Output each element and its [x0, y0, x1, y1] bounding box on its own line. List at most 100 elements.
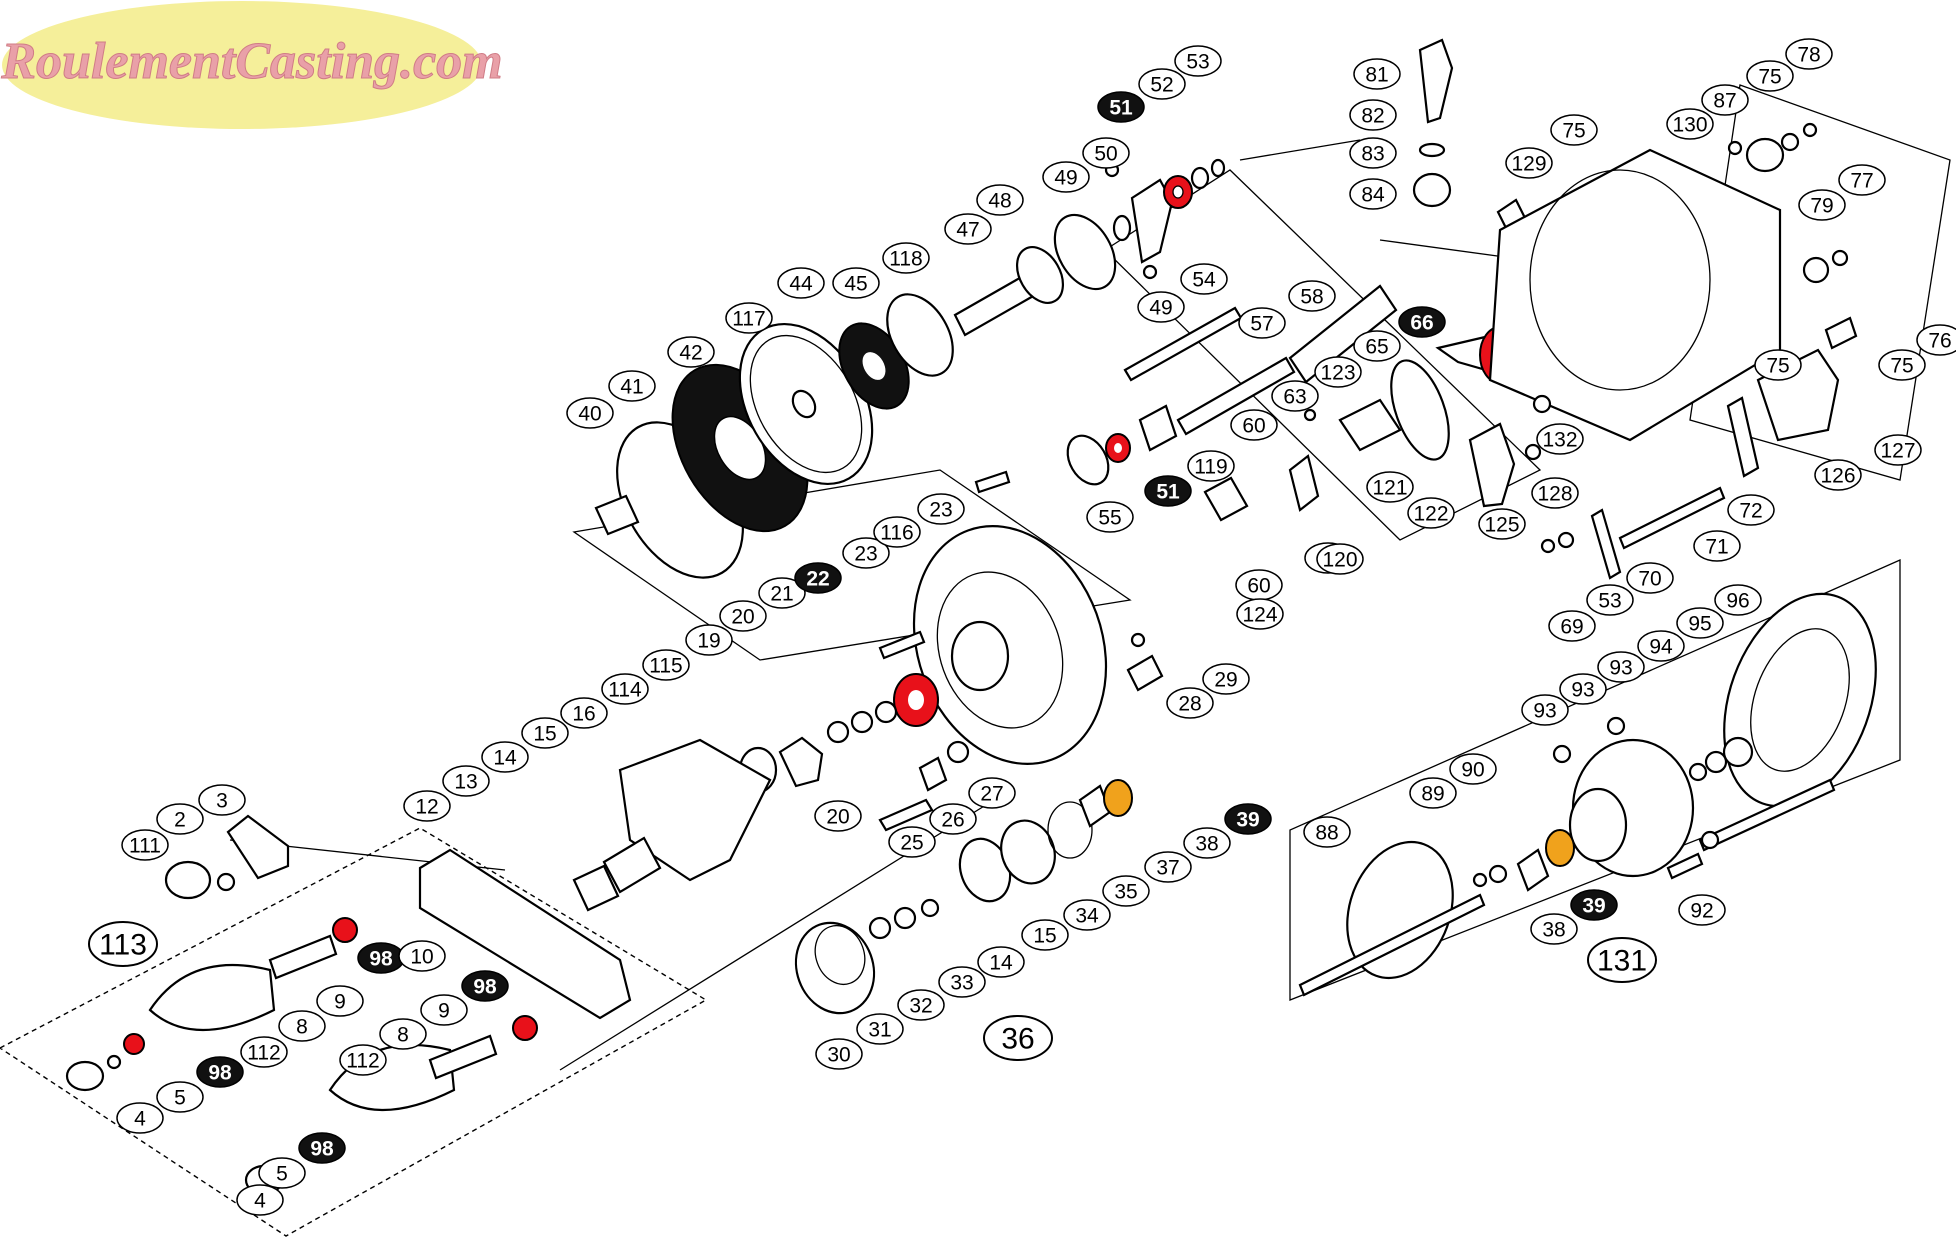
callout-number: 22	[806, 568, 829, 591]
callout-number: 38	[1542, 919, 1565, 942]
part-21-washer	[874, 700, 898, 724]
part-31-washer	[868, 916, 892, 940]
callout-128: 128	[1531, 477, 1579, 509]
part-93-screw-b	[1606, 716, 1626, 736]
callout-65: 65	[1353, 330, 1401, 362]
callout-number: 71	[1705, 536, 1728, 559]
part-78-bushing	[1802, 256, 1830, 284]
part-65-cam	[1390, 359, 1450, 461]
part-8-shaft	[268, 934, 338, 980]
callout-number: 89	[1421, 783, 1444, 806]
callout-19: 19	[685, 624, 733, 656]
callout-93: 93	[1597, 651, 1645, 683]
callout-number: 72	[1739, 500, 1762, 523]
watermark-logo: RoulementCasting.com	[0, 1, 503, 129]
part-32-washer	[893, 906, 917, 930]
part-27-washer	[946, 740, 970, 764]
callout-41: 41	[608, 370, 656, 402]
part-20-washer	[850, 710, 874, 734]
callout-16: 16	[560, 697, 608, 729]
callout-75: 75	[1550, 114, 1598, 146]
callout-number: 5	[276, 1163, 288, 1186]
callout-number: 57	[1250, 313, 1273, 336]
callout-84: 84	[1349, 178, 1397, 210]
part-50-plate	[1130, 178, 1174, 264]
callout-number: 23	[854, 543, 877, 566]
callout-83: 83	[1349, 137, 1397, 169]
part-90-washer	[1488, 864, 1508, 884]
callout-66: 66	[1398, 306, 1446, 338]
callout-76: 76	[1916, 324, 1956, 356]
callout-number: 75	[1562, 120, 1585, 143]
callout-number: 98	[208, 1062, 232, 1085]
part-39-bushing-b	[1545, 829, 1575, 867]
callout-88: 88	[1303, 816, 1351, 848]
part-75-clip-b	[1727, 140, 1743, 156]
callout-39: 39	[1570, 889, 1618, 921]
part-14-washer	[602, 836, 662, 894]
part-57-worm-shaft	[1176, 356, 1296, 436]
callout-number: 98	[310, 1138, 334, 1161]
callout-number: 93	[1533, 700, 1556, 723]
callout-20: 20	[814, 800, 862, 832]
callout-52: 52	[1138, 68, 1186, 100]
callout-number: 26	[941, 809, 964, 832]
callout-number: 111	[129, 835, 161, 858]
callout-number: 112	[346, 1050, 379, 1073]
part-95-washer	[1704, 750, 1728, 774]
part-47-gear	[1053, 213, 1117, 291]
callout-9: 9	[316, 985, 364, 1017]
callout-number: 87	[1713, 90, 1736, 113]
callout-54: 54	[1180, 263, 1228, 295]
callout-111: 111	[121, 829, 169, 861]
callout-number: 27	[980, 783, 1003, 806]
callout-number: 9	[334, 991, 346, 1014]
callout-55: 55	[1086, 501, 1134, 533]
callout-42: 42	[667, 336, 715, 368]
part-53-clip-b	[1540, 538, 1556, 554]
callout-number: 38	[1195, 833, 1218, 856]
drive-gear-assembly	[594, 158, 1226, 579]
callout-number: 40	[578, 403, 601, 426]
part-54-pin	[1123, 306, 1243, 382]
part-121-clutch-yoke	[1288, 454, 1320, 512]
part-72-shaft	[1618, 486, 1726, 550]
part-116-side-plate	[912, 525, 1108, 765]
part-35-ring	[1000, 819, 1056, 885]
callout-number: 77	[1850, 170, 1873, 193]
callout-123: 123	[1314, 356, 1362, 388]
callout-63: 63	[1271, 380, 1319, 412]
callout-47: 47	[944, 213, 992, 245]
callout-number: 55	[1098, 507, 1121, 530]
callout-115: 115	[642, 649, 690, 681]
callout-120: 120	[1316, 543, 1364, 575]
callout-number: 8	[397, 1024, 409, 1047]
callout-40: 40	[566, 397, 614, 429]
callout-58: 58	[1288, 280, 1336, 312]
part-79-screw	[1831, 249, 1849, 267]
callout-119: 119	[1187, 450, 1235, 482]
callout-number: 51	[1156, 481, 1180, 504]
callout-number: 33	[950, 972, 973, 995]
part-25-screw	[878, 798, 934, 832]
part-38-spacer-b	[1516, 848, 1550, 892]
callout-number: 94	[1649, 636, 1673, 659]
callout-number: 66	[1410, 312, 1433, 335]
callout-98: 98	[357, 942, 405, 974]
callout-53: 53	[1174, 45, 1222, 77]
callout-44: 44	[777, 267, 825, 299]
callout-21: 21	[758, 577, 806, 609]
part-83-cap	[1412, 172, 1452, 208]
callout-25: 25	[888, 826, 936, 858]
callout-36: 36	[983, 1015, 1053, 1061]
logo-oval	[2, 1, 482, 129]
callout-number: 50	[1094, 143, 1117, 166]
part-129-frame	[1488, 148, 1782, 442]
callout-131: 131	[1587, 937, 1657, 983]
callout-number: 20	[731, 606, 754, 629]
callout-number: 82	[1361, 105, 1384, 128]
part-98-bearing-c	[123, 1033, 145, 1055]
callout-112: 112	[339, 1044, 387, 1076]
callout-12: 12	[403, 790, 451, 822]
